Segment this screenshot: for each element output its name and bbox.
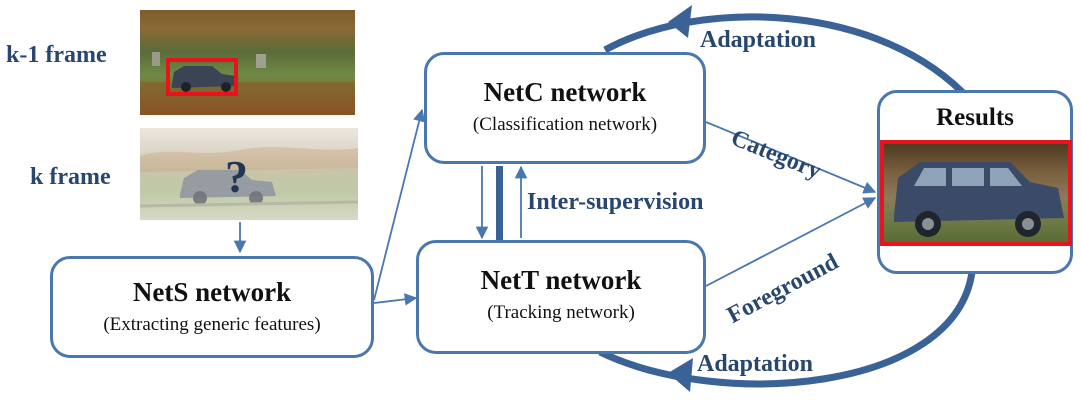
nett-subtitle: (Tracking network) bbox=[487, 302, 635, 323]
prev-target-box bbox=[166, 58, 238, 96]
inter-supervision-label: Inter-supervision bbox=[527, 189, 704, 215]
results-title: Results bbox=[936, 104, 1014, 131]
netc-node: NetC network (Classification network) bbox=[424, 52, 706, 164]
prev-frame-scene-icon bbox=[140, 52, 355, 115]
netc-title: NetC network bbox=[483, 77, 647, 107]
edge-netc-to-results bbox=[705, 121, 877, 194]
edge-nets-to-nett bbox=[373, 293, 418, 306]
prev-frame-image bbox=[140, 10, 355, 115]
inter-supervision-bar bbox=[496, 166, 503, 240]
nets-subtitle: (Extracting generic features) bbox=[103, 314, 321, 335]
prev-frame-label: k-1 frame bbox=[6, 42, 107, 68]
nett-title: NetT network bbox=[480, 265, 642, 295]
nets-title: NetS network bbox=[132, 277, 292, 307]
edge-nets-to-netc bbox=[373, 108, 426, 301]
nets-node: NetS network (Extracting generic feature… bbox=[50, 256, 374, 358]
question-mark: ? bbox=[225, 151, 248, 202]
result-image bbox=[880, 140, 1072, 246]
result-vehicle-icon bbox=[894, 162, 1064, 237]
adaptation-top-arrowhead bbox=[668, 5, 692, 38]
adaptation-bottom-label: Adaptation bbox=[697, 351, 814, 377]
nett-node: NetT network (Tracking network) bbox=[416, 240, 706, 354]
adaptation-bottom-arrowhead bbox=[668, 358, 693, 392]
adaptation-loop-bottom bbox=[598, 271, 976, 388]
edge-nett-to-results bbox=[705, 197, 877, 287]
curr-frame-image: ? bbox=[140, 128, 358, 220]
curr-frame-label: k frame bbox=[30, 164, 111, 190]
curr-frame-scene-icon bbox=[140, 147, 358, 208]
netc-subtitle: (Classification network) bbox=[472, 114, 658, 135]
adaptation-loop-top bbox=[603, 13, 973, 103]
adaptation-top-label: Adaptation bbox=[700, 27, 817, 53]
